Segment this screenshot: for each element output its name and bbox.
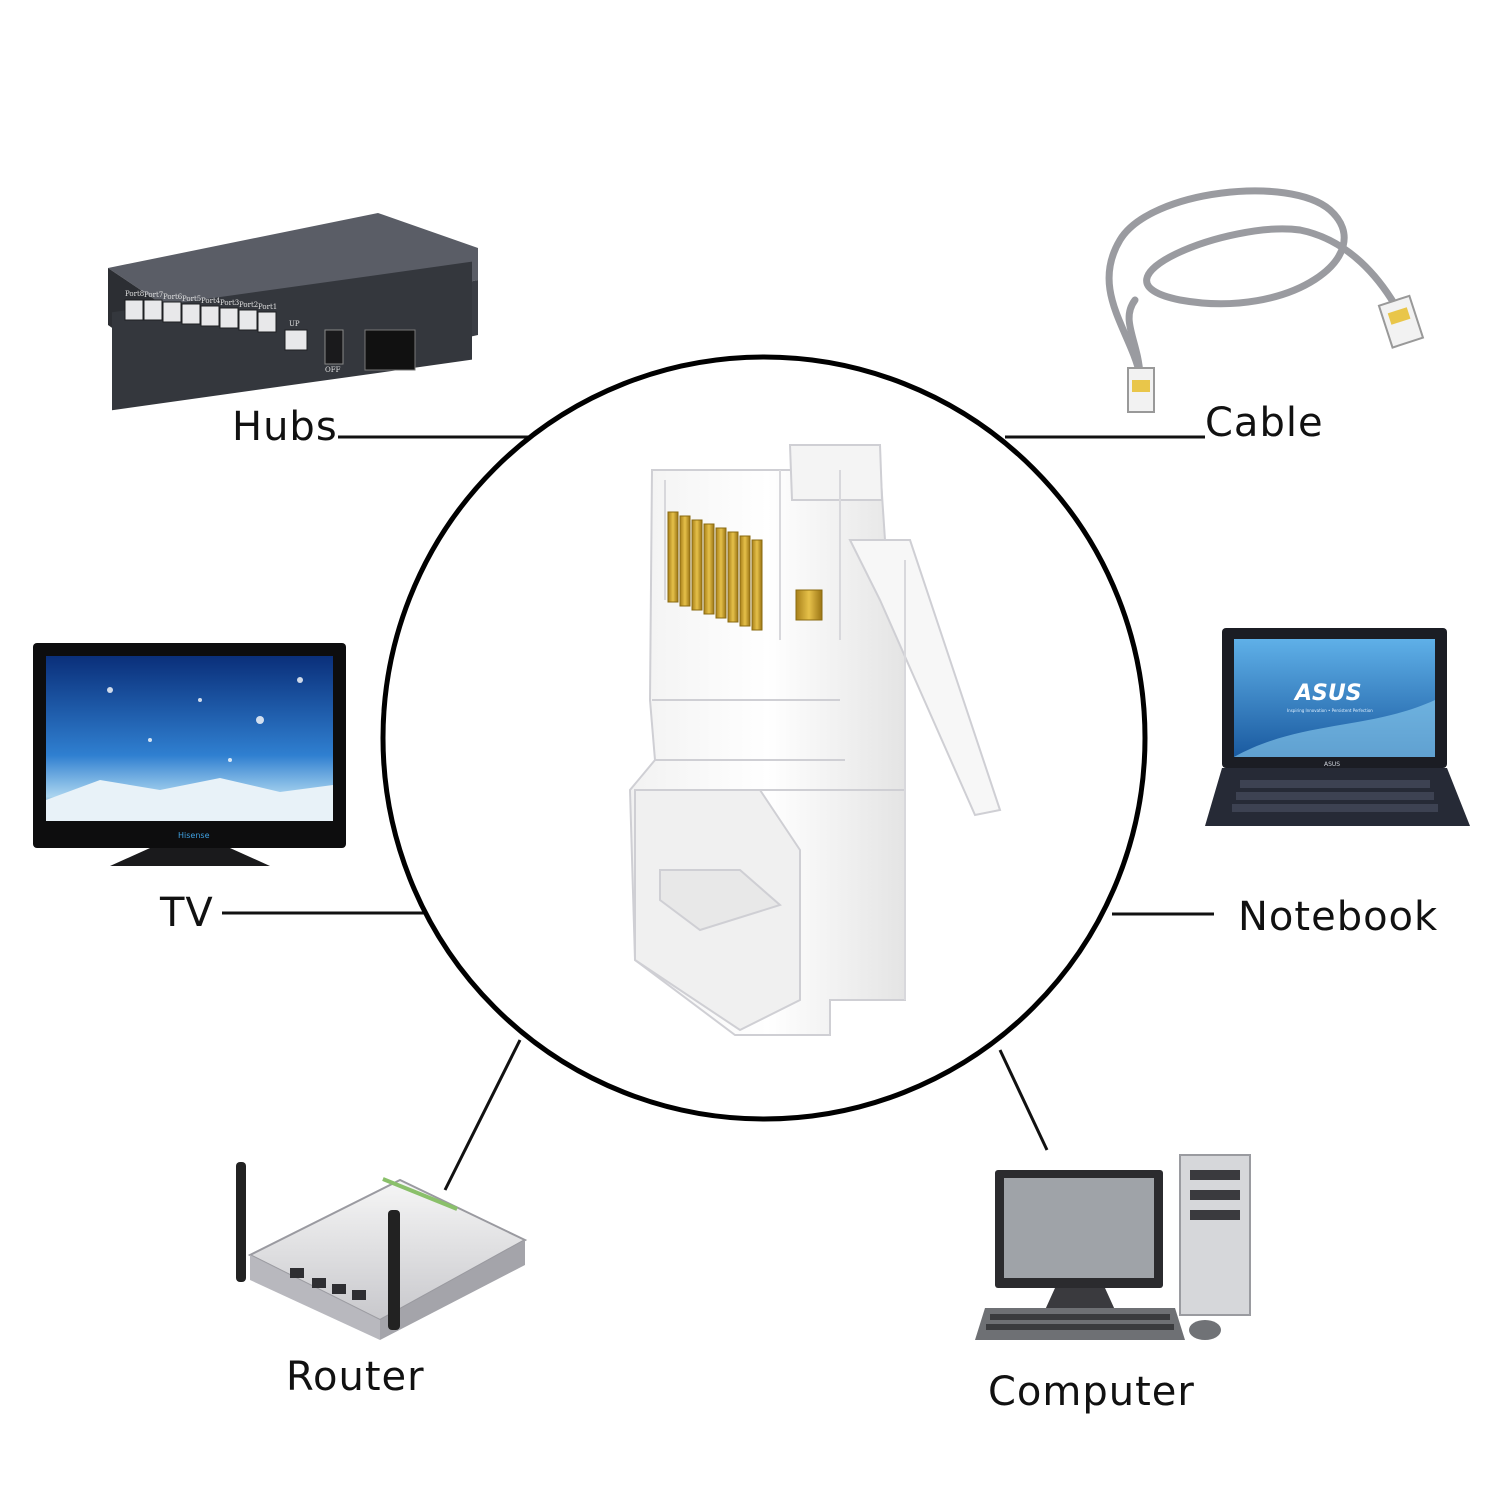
cable-label: Cable	[1205, 400, 1324, 446]
computer-connector-line	[998, 1049, 1049, 1151]
router-connector-line	[443, 1039, 522, 1191]
hub-icon	[108, 213, 478, 411]
connector-lines	[222, 435, 1214, 1191]
router-label: Router	[286, 1354, 425, 1400]
notebook-icon	[1205, 628, 1470, 826]
cable-icon	[1105, 187, 1399, 379]
rj45-connector-icon	[628, 444, 1002, 1036]
cable-plug-icon	[1127, 294, 1425, 413]
computer-label: Computer	[988, 1369, 1195, 1415]
tv-label: TV	[160, 890, 214, 936]
notebook-label: Notebook	[1238, 894, 1439, 940]
router-icon	[236, 1162, 528, 1340]
computer-icon	[975, 1154, 1251, 1340]
hubs-label: Hubs	[232, 404, 338, 450]
tv-icon	[33, 643, 346, 866]
